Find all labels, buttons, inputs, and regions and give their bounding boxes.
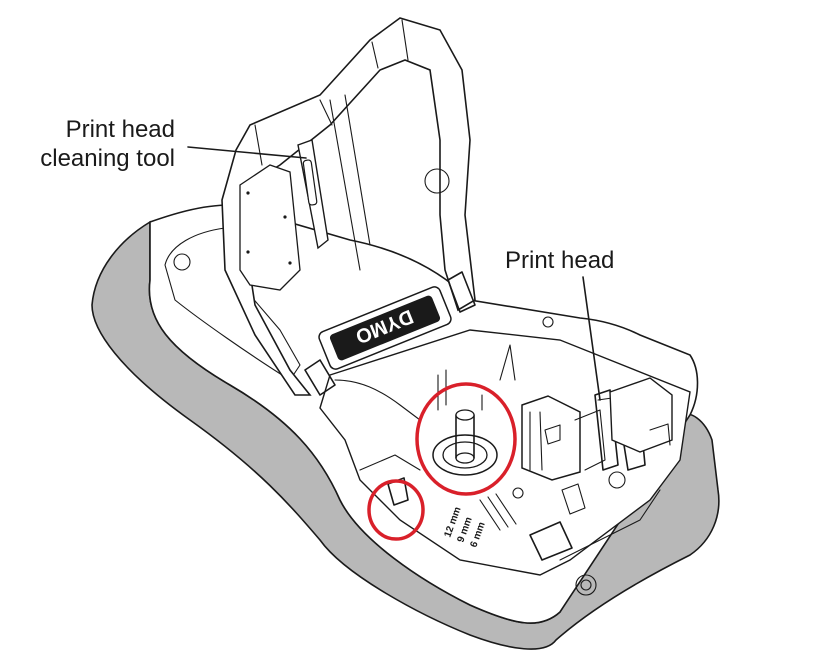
right-screw-hole [542, 316, 554, 328]
tab-highlight-circle [367, 479, 425, 541]
cleaning-tool-leader [187, 146, 307, 159]
tape-exit-slot [529, 521, 573, 561]
right-latch-block [609, 377, 673, 453]
right-hinge [447, 271, 476, 313]
spindle-highlight-circle [415, 382, 517, 496]
left-recess [164, 227, 301, 381]
open-lid [221, 17, 476, 396]
print-head-leader [582, 276, 601, 401]
left-screw-hole [173, 253, 191, 271]
lid-window [239, 164, 301, 291]
print-head-label: Print head [505, 247, 614, 274]
cleaning-tool-label-line2: cleaning tool [40, 145, 175, 172]
tape-compartment [319, 329, 691, 576]
left-hinge [304, 359, 336, 396]
dymo-logo-plate: DYMO [318, 286, 452, 370]
print-head-assembly [521, 389, 646, 489]
cleaning-tool-label-line1: Print head [66, 116, 175, 143]
lid-round-hole [424, 168, 450, 194]
front-round-button [575, 574, 597, 596]
